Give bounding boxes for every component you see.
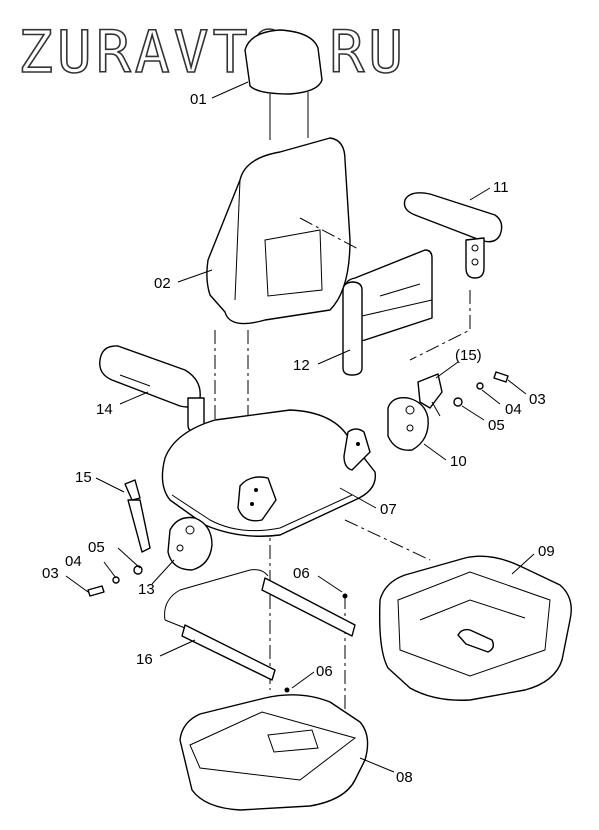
armrest-left bbox=[99, 345, 205, 433]
label-backrest: 02 bbox=[154, 275, 171, 292]
label-recliner-right: 10 bbox=[450, 453, 467, 470]
label-slide-rail: 16 bbox=[136, 651, 153, 668]
recliner-right bbox=[387, 397, 429, 451]
label-armrest-right: 11 bbox=[493, 179, 509, 196]
fasteners-left bbox=[87, 565, 143, 597]
label-bolt-right: 03 bbox=[529, 391, 546, 408]
watermark: ZURAVTO.RU bbox=[18, 18, 407, 86]
label-headrest: 01 bbox=[190, 91, 207, 108]
label-screw-bottom: 06 bbox=[316, 663, 333, 680]
leader-lines bbox=[65, 81, 535, 773]
label-lever-left: 15 bbox=[75, 469, 92, 486]
label-seat-cushion: 07 bbox=[380, 501, 397, 518]
slide-rail bbox=[164, 569, 356, 693]
armrest-right bbox=[403, 192, 503, 279]
label-spring-washer-right: 04 bbox=[505, 401, 522, 418]
label-recliner-left: 13 bbox=[138, 581, 155, 598]
recliner-left bbox=[167, 516, 213, 571]
label-suspension: 09 bbox=[538, 543, 555, 560]
backrest bbox=[206, 137, 361, 325]
base-cover bbox=[179, 694, 369, 811]
lever-right bbox=[417, 373, 443, 417]
part-labels: 01 02 11 12 14 (15) 03 04 05 10 07 15 05… bbox=[42, 91, 555, 786]
label-armrest-left: 14 bbox=[96, 401, 113, 418]
seat-cushion bbox=[161, 409, 377, 537]
label-spring-washer-left: 04 bbox=[65, 553, 82, 570]
label-pocket: 12 bbox=[293, 357, 310, 374]
pocket bbox=[342, 249, 433, 376]
headrest bbox=[244, 29, 323, 140]
suspension bbox=[379, 555, 572, 701]
lever-left bbox=[124, 479, 151, 553]
label-washer-left: 05 bbox=[88, 539, 105, 556]
label-screw-top: 06 bbox=[293, 565, 310, 582]
label-base-cover: 08 bbox=[396, 769, 413, 786]
label-lever-right: (15) bbox=[455, 347, 482, 364]
label-bolt-left: 03 bbox=[42, 565, 59, 582]
assembly-lines bbox=[214, 290, 471, 730]
fasteners-right bbox=[453, 371, 509, 407]
label-washer-right: 05 bbox=[488, 417, 505, 434]
